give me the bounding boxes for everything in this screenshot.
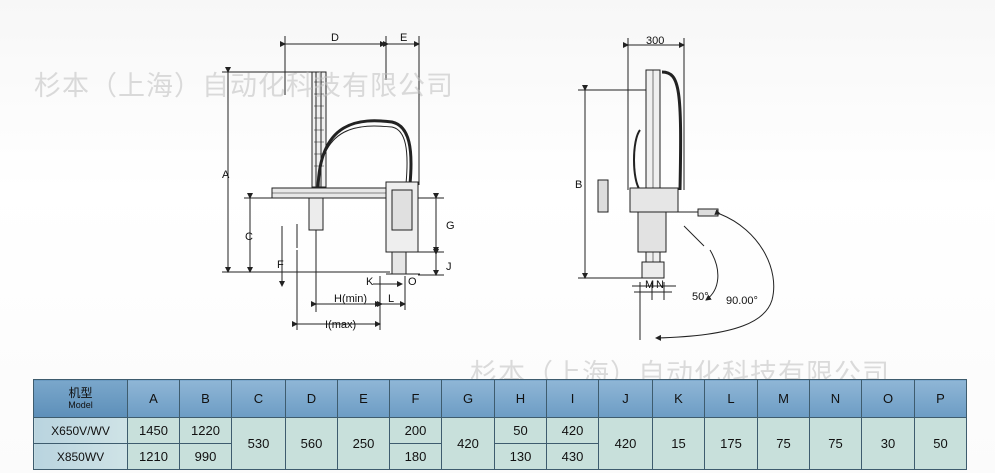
cell-I: 420	[546, 417, 599, 444]
cell-H: 50	[494, 417, 547, 444]
col-header: J	[598, 379, 653, 418]
col-header: P	[914, 379, 967, 418]
col-header: C	[231, 379, 286, 418]
label-J: J	[446, 261, 452, 273]
label-C: C	[245, 231, 253, 243]
label-I: I(max)	[325, 319, 356, 331]
label-D: D	[331, 32, 339, 44]
label-M: M	[645, 279, 654, 291]
label-F: F	[277, 259, 284, 271]
cell-H: 130	[494, 443, 547, 470]
side-view	[578, 38, 775, 341]
cell-F: 180	[389, 443, 442, 470]
spec-table: 机型 Model A B C D E F G H I J K L M N O P	[33, 379, 967, 470]
table-row: X850WV 1210 990 180 130 430	[33, 443, 967, 470]
label-E: E	[400, 32, 407, 44]
col-header: I	[546, 379, 599, 418]
col-header: O	[861, 379, 915, 418]
cell-A: 1210	[127, 443, 180, 470]
col-header: L	[704, 379, 758, 418]
watermark: 杉本（上海）自动化科技有限公司	[34, 71, 454, 102]
col-header: M	[757, 379, 810, 418]
cell-A: 1450	[127, 417, 180, 444]
drawing-labels: D E A C F G J K O H(min) L I(max) 300 B …	[222, 32, 758, 331]
cell-G: 420	[441, 417, 495, 470]
front-view	[222, 36, 444, 330]
cell-K: 15	[652, 417, 705, 470]
model-header: 机型 Model	[33, 379, 128, 418]
label-K: K	[366, 276, 374, 288]
label-A: A	[222, 169, 230, 181]
col-header: B	[179, 379, 232, 418]
cell-C: 530	[231, 417, 286, 470]
table-header-row: 机型 Model A B C D E F G H I J K L M N O P	[33, 379, 967, 418]
label-N: N	[656, 279, 664, 291]
cell-E: 250	[337, 417, 390, 470]
col-header: N	[809, 379, 862, 418]
cell-B: 990	[179, 443, 232, 470]
label-O: O	[408, 276, 417, 288]
cell-F: 200	[389, 417, 442, 444]
col-header: H	[494, 379, 547, 418]
col-header: K	[652, 379, 705, 418]
cell-N: 75	[809, 417, 862, 470]
col-header: D	[285, 379, 338, 418]
label-angle1: 50°	[692, 291, 709, 303]
model-cell: X650V/WV	[33, 417, 128, 444]
cell-L: 175	[704, 417, 758, 470]
label-G: G	[446, 220, 455, 232]
cell-P: 50	[914, 417, 967, 470]
label-width: 300	[646, 35, 664, 47]
table-row: X650V/WV 1450 1220 530 560 250 200 420 5…	[33, 417, 967, 470]
col-header: F	[389, 379, 442, 418]
label-angle2: 90.00°	[726, 295, 758, 307]
cell-D: 560	[285, 417, 338, 470]
cell-I: 430	[546, 443, 599, 470]
col-header: A	[127, 379, 180, 418]
label-B: B	[575, 179, 582, 191]
cell-O: 30	[861, 417, 915, 470]
col-header: G	[441, 379, 495, 418]
label-L: L	[388, 293, 394, 305]
cell-B: 1220	[179, 417, 232, 444]
cell-M: 75	[757, 417, 810, 470]
model-cell: X850WV	[33, 443, 128, 470]
label-H: H(min)	[334, 293, 367, 305]
cell-J: 420	[598, 417, 653, 470]
col-header: E	[337, 379, 390, 418]
